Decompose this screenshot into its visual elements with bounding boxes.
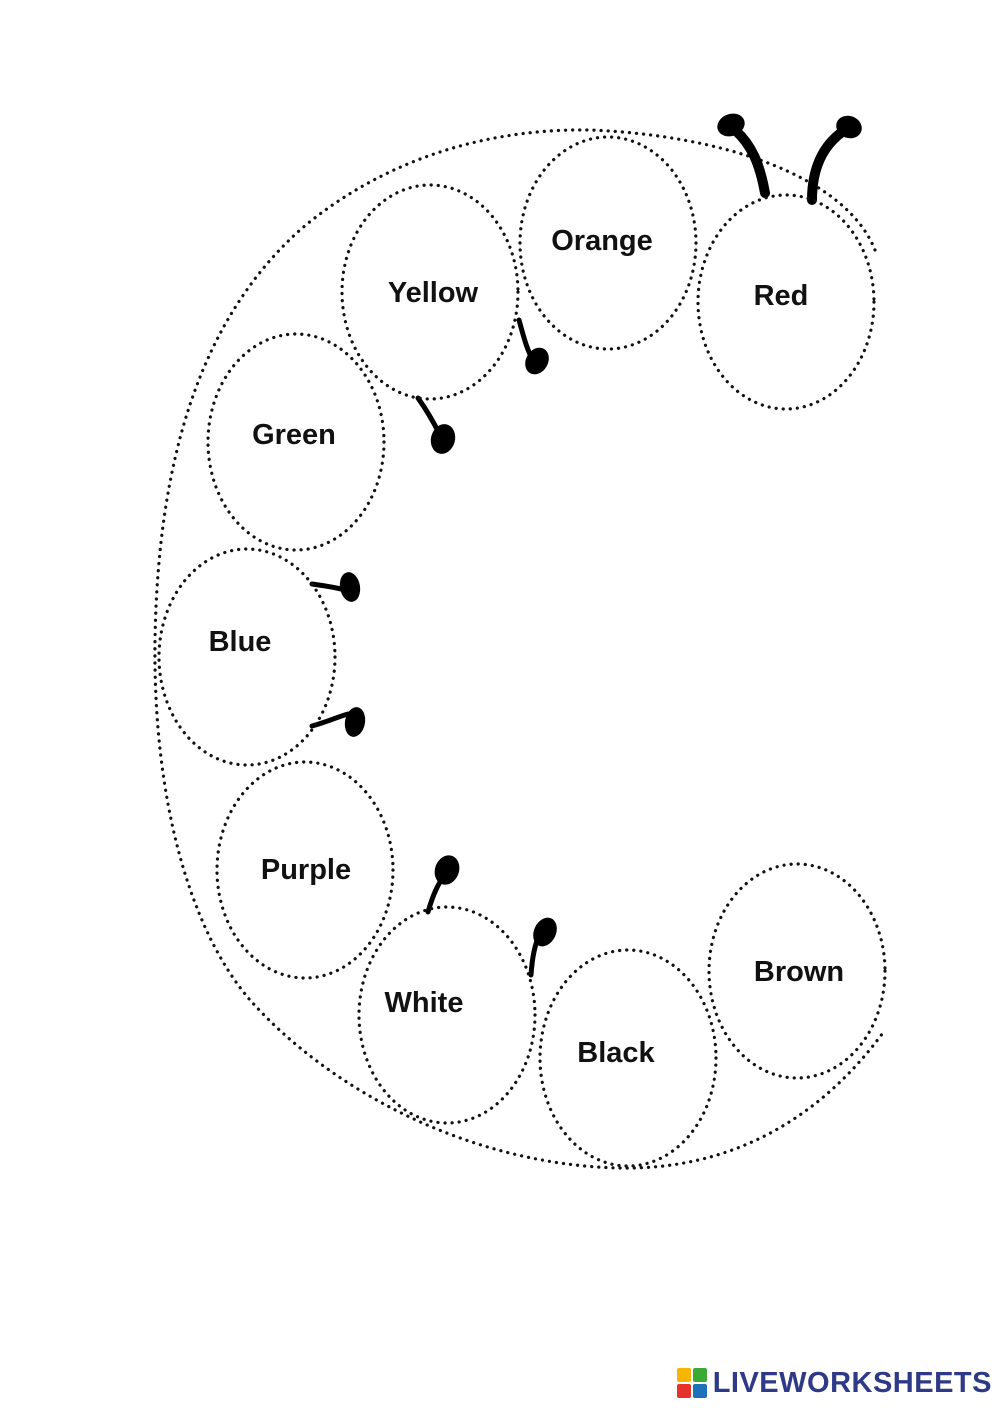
segment-yellow[interactable]: Yellow xyxy=(340,183,520,401)
leg-icon xyxy=(516,317,549,375)
segment-orange[interactable]: Orange xyxy=(518,135,698,351)
segment-black[interactable]: Black xyxy=(538,948,718,1168)
caterpillar-body-outline xyxy=(153,128,887,1170)
leg-icon xyxy=(528,917,557,978)
segment-label: Blue xyxy=(209,626,272,658)
segment-label: Black xyxy=(577,1037,655,1069)
segment-brown[interactable]: Brown xyxy=(707,862,887,1080)
segment-blue[interactable]: Blue xyxy=(157,547,337,767)
segment-label: Orange xyxy=(551,225,653,257)
segment-label: Red xyxy=(754,280,809,312)
segment-purple[interactable]: Purple xyxy=(215,760,395,980)
segment-green[interactable]: Green xyxy=(206,332,386,552)
leg-icon xyxy=(309,572,361,602)
segment-label: Green xyxy=(252,419,336,451)
segment-red[interactable]: Red xyxy=(696,193,876,411)
leg-icon xyxy=(309,707,366,737)
segment-label: Brown xyxy=(754,956,844,988)
segment-label: White xyxy=(385,987,464,1019)
leg-icon xyxy=(425,855,460,915)
antenna-left-icon xyxy=(717,113,770,198)
liveworksheets-logo-icon xyxy=(676,1368,707,1398)
leg-icon xyxy=(415,395,456,454)
logo-text: LIVEWORKSHEETS xyxy=(712,1366,992,1399)
segment-label: Purple xyxy=(261,854,351,886)
segment-label: Yellow xyxy=(388,277,479,309)
segment-white[interactable]: White xyxy=(357,905,537,1125)
antenna-right-icon xyxy=(807,115,862,205)
liveworksheets-logo: LIVEWORKSHEETS xyxy=(676,1363,992,1403)
